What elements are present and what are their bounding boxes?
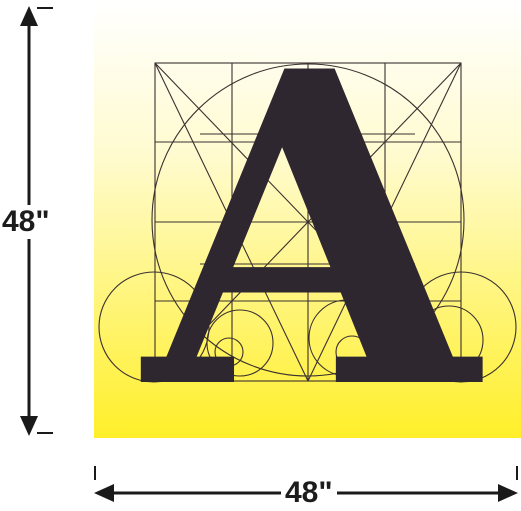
construction-mid-small-circle: [335, 335, 369, 369]
construction-right-scroll-circle: [405, 271, 517, 383]
height-arrowhead-bottom: [20, 416, 38, 436]
construction-left-scroll-circle: [98, 271, 210, 383]
height-arrowhead-top: [20, 6, 38, 26]
construction-mid-circle: [308, 299, 386, 377]
construction-main-circle: [151, 63, 465, 377]
height-dimension-label: 48": [2, 205, 50, 239]
grid-half-diagonal-2: [307, 62, 462, 382]
width-dimension-label: 48": [281, 478, 337, 508]
grid-half-diagonal-1: [154, 62, 309, 382]
width-arrowhead-left: [94, 484, 114, 502]
construction-grid: [98, 62, 517, 383]
construction-right-inner-circle: [414, 305, 484, 375]
construction-left-small-circle: [214, 337, 244, 367]
grid-diagonal-2: [154, 62, 462, 382]
letter-a-glyph: A: [137, 0, 486, 484]
width-arrowhead-right: [498, 484, 518, 502]
construction-left-inner-circle: [206, 309, 274, 377]
